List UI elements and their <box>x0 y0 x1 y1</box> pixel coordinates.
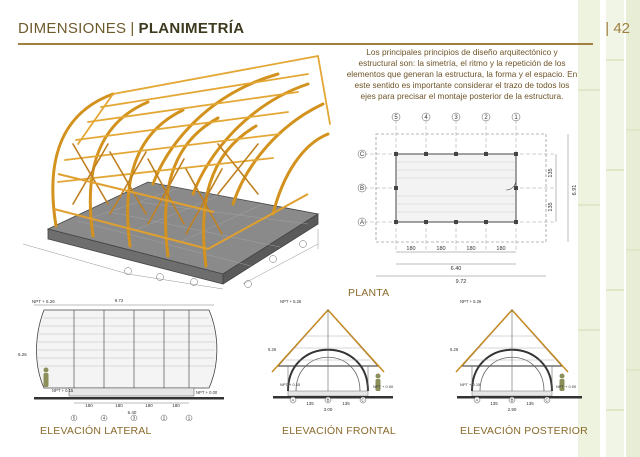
lateral-height: 5.26 <box>18 352 27 357</box>
isometric-structure-drawing <box>22 55 331 290</box>
section-title: DIMENSIONES <box>18 20 127 37</box>
lateral-axis-1: 1 <box>185 414 193 421</box>
lateral-dim-1: 180 <box>85 403 93 408</box>
lateral-axis-3: 3 <box>130 414 138 421</box>
plan-dim-1: 180 <box>406 246 415 252</box>
plan-axis-top-2: 2 <box>481 112 491 122</box>
frontal-axis-B: B <box>324 396 332 404</box>
lateral-elevation-title: ELEVACIÓN LATERAL <box>40 425 152 437</box>
plan-total-outer: 9.72 <box>456 279 467 285</box>
svg-text:3: 3 <box>133 416 136 421</box>
posterior-npt-mid: NPT + 0.15 <box>460 382 481 387</box>
plan-title: PLANTA <box>348 287 390 299</box>
plan-total-right: 6.91 <box>572 185 578 196</box>
frontal-npt-mid: NPT + 0.15 <box>280 382 301 387</box>
lateral-axis-2: 2 <box>160 414 168 421</box>
svg-text:4: 4 <box>424 115 428 121</box>
svg-text:A: A <box>360 220 364 226</box>
svg-text:B: B <box>510 398 513 403</box>
lateral-axis-5: 5 <box>70 414 78 421</box>
svg-text:5: 5 <box>394 115 398 121</box>
frontal-axis-C: C <box>359 396 367 404</box>
frontal-npt-bottom: NPT + 0.00 <box>373 384 394 389</box>
posterior-dim-1: 135 <box>490 401 498 406</box>
lateral-dim-4: 180 <box>172 403 180 408</box>
svg-text:1: 1 <box>514 115 518 121</box>
lateral-dim-3: 180 <box>145 403 153 408</box>
header-separator: | <box>130 20 135 37</box>
frontal-elevation-title: ELEVACIÓN FRONTAL <box>282 425 396 437</box>
svg-text:3: 3 <box>454 115 458 121</box>
svg-text:A: A <box>475 398 478 403</box>
svg-text:4: 4 <box>103 416 106 421</box>
header-rule <box>18 43 593 45</box>
plan-dim-right-1: 135 <box>548 168 554 177</box>
lateral-npt-bottom: NPT + 0.00 <box>196 390 218 395</box>
posterior-height: 5.26 <box>450 347 459 352</box>
posterior-axis-B: B <box>508 396 516 404</box>
bamboo-decoration <box>578 0 640 457</box>
svg-text:B: B <box>326 398 329 403</box>
plan-dim-right-2: 135 <box>548 202 554 211</box>
frontal-height: 5.26 <box>268 347 277 352</box>
posterior-npt-top: NPT + 5.26 <box>460 299 482 304</box>
plan-dim-4: 180 <box>496 246 505 252</box>
svg-text:C: C <box>360 152 365 158</box>
plan-total-inner: 6.40 <box>451 266 462 272</box>
plan-axis-top-5: 5 <box>391 112 401 122</box>
lateral-total: 6.40 <box>128 410 137 415</box>
frontal-dim-1: 135 <box>306 401 314 406</box>
subsection-title: PLANIMETRÍA <box>138 20 245 37</box>
plan-axis-top-4: 4 <box>421 112 431 122</box>
svg-text:A: A <box>291 398 294 403</box>
frontal-dim-2: 135 <box>342 401 350 406</box>
posterior-elevation-title: ELEVACIÓN POSTERIOR <box>460 425 588 437</box>
frontal-npt-top: NPT + 5.26 <box>280 299 302 304</box>
frontal-elevation-drawing: NPT + 5.26 5.26 NPT + 0.15 NPT + 0.00 13… <box>268 299 394 412</box>
posterior-axis-C: C <box>543 396 551 404</box>
svg-text:5: 5 <box>73 416 76 421</box>
svg-text:C: C <box>361 398 365 403</box>
posterior-total: 2.90 <box>508 407 517 412</box>
svg-text:2: 2 <box>484 115 488 121</box>
lateral-dim-2: 180 <box>115 403 123 408</box>
svg-text:B: B <box>360 186 364 192</box>
frontal-axis-A: A <box>289 396 297 404</box>
intro-paragraph: Los principales principios de diseño arq… <box>346 47 578 101</box>
plan-dim-3: 180 <box>466 246 475 252</box>
svg-text:C: C <box>545 398 549 403</box>
page-number: | 42 <box>605 20 630 37</box>
posterior-elevation-drawing: NPT + 5.26 5.26 NPT + 0.15 NPT + 0.00 13… <box>450 299 582 412</box>
floor-plan-drawing: 5 4 3 2 1 C B A 180 180 180 180 <box>357 112 578 285</box>
lateral-width-top: 9.72 <box>115 298 124 303</box>
svg-text:2: 2 <box>163 416 166 421</box>
plan-dim-2: 180 <box>436 246 445 252</box>
page-header: DIMENSIONES|PLANIMETRÍA <box>18 20 244 37</box>
plan-axis-top-3: 3 <box>451 112 461 122</box>
plan-axis-top-1: 1 <box>511 112 521 122</box>
posterior-axis-A: A <box>473 396 481 404</box>
lateral-axis-4: 4 <box>100 414 108 421</box>
lateral-npt-mid: NPT + 0.15 <box>52 388 74 393</box>
lateral-npt-top: NPT + 5.26 <box>32 299 55 304</box>
posterior-npt-bottom: NPT + 0.00 <box>556 384 577 389</box>
posterior-dim-2: 135 <box>526 401 534 406</box>
frontal-total: 3.00 <box>324 407 333 412</box>
svg-text:1: 1 <box>188 416 191 421</box>
lateral-elevation-drawing: NPT + 5.26 9.72 5.26 NPT + 0.15 NPT + 0.… <box>18 298 224 421</box>
